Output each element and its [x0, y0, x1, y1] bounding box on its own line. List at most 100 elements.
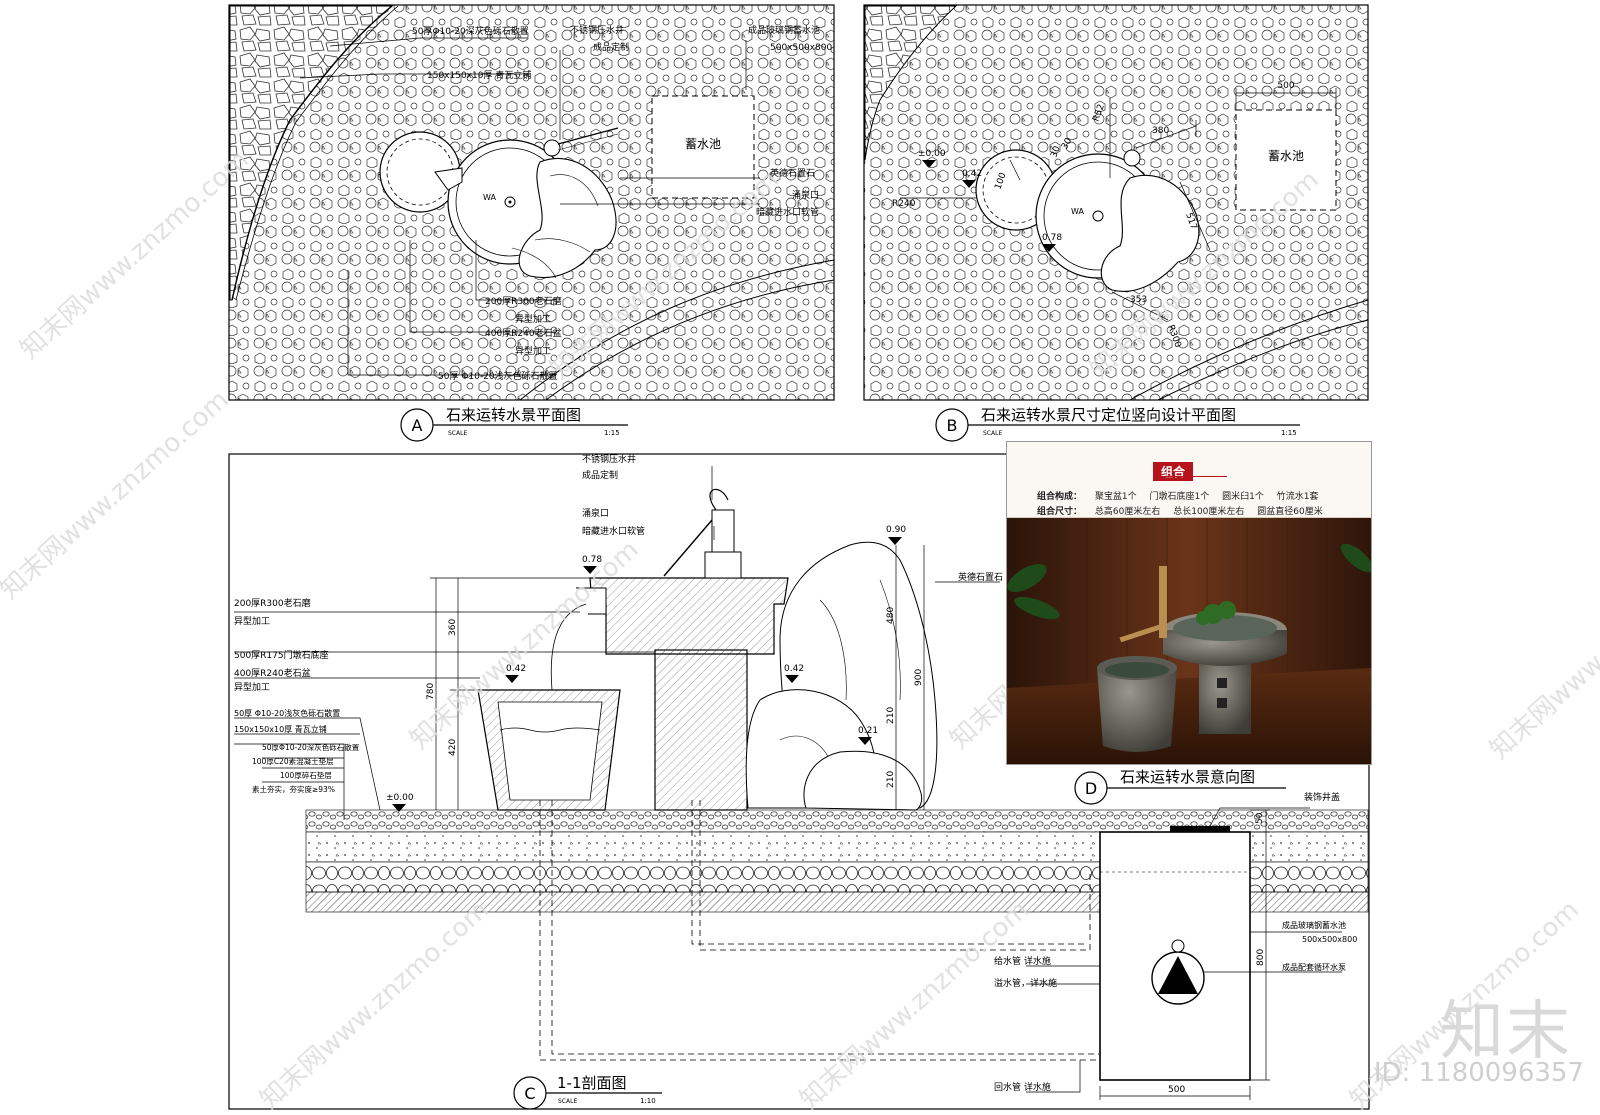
dim-c-500: 500: [1168, 1085, 1185, 1095]
label-c-tile: 150x150x10厚 青瓦立铺: [234, 724, 327, 734]
label-c-door-pier: 500厚R175门墩石底座: [234, 649, 329, 661]
label-a-pump: 不锈钢压水井: [570, 24, 624, 36]
label-a-custom: 成品定制: [593, 41, 629, 53]
tank-label-b: 蓄水池: [1268, 149, 1304, 163]
label-a-hose: 暗藏进水口软管: [756, 206, 819, 218]
label-c-shape1: 异型加工: [234, 616, 270, 627]
dim-b-380: 380: [1152, 126, 1169, 136]
label-c-tank: 成品玻璃钢蓄水池: [1282, 920, 1346, 930]
label-c-shape2: 异型加工: [234, 682, 270, 693]
level-c-090: 0.90: [886, 525, 906, 535]
dim-c-900: 900: [914, 669, 924, 686]
composition-item: 聚宝盆1个: [1094, 492, 1137, 502]
wa-label-a: WA: [483, 193, 496, 202]
label-c-millstone: 200厚R300老石磨: [234, 597, 311, 609]
composition-item: 门墩石底座1个: [1149, 492, 1210, 502]
label-a-tank: 成品玻璃钢蓄水池: [748, 24, 820, 36]
dim-b-353: 353: [1130, 295, 1147, 305]
label-c-tank-size: 500x500x800: [1302, 935, 1357, 944]
dim-b-500: 500: [1277, 81, 1294, 91]
label-c-hose: 暗藏进水口软管: [582, 525, 645, 537]
label-c-stone: 英德石置石: [958, 571, 1003, 583]
label-c-custom: 成品定制: [582, 469, 618, 481]
size-label: 组合尺寸：: [1037, 507, 1083, 517]
dim-c-780: 780: [426, 683, 436, 700]
panel-b-title: 石来运转水景尺寸定位竖向设计平面图: [981, 406, 1236, 424]
label-c-spring: 涌泉口: [582, 507, 609, 519]
wa-label-b: WA: [1071, 207, 1084, 216]
label-c-crushed: 100厚碎石垫层: [280, 770, 332, 780]
size-row: 组合尺寸： 总高60厘米左右 总长100厘米左右 圆盆直径60厘米: [1037, 504, 1333, 517]
photo-card-header: 组合 组合构成： 聚宝盆1个 门墩石底座1个 圆米臼1个 竹流水1套 组合尺寸：…: [1007, 442, 1371, 518]
composition-row: 组合构成： 聚宝盆1个 门墩石底座1个 圆米臼1个 竹流水1套: [1037, 489, 1328, 502]
panel-c-title: 1-1剖面图: [557, 1074, 627, 1092]
composition-item: 竹流水1套: [1276, 492, 1319, 502]
brand-logo: 知末: [1440, 995, 1572, 1069]
level-c-042a: 0.42: [506, 664, 526, 674]
label-a-shape1: 异型加工: [515, 314, 551, 325]
label-c-pump-circ: 成品配套循环水泵: [1282, 962, 1346, 972]
water-feature-photo: [1007, 518, 1371, 764]
label-c-overflow: 溢水管，详水施: [994, 977, 1057, 989]
label-a-gravel-top: 50厚Φ10-20深灰色砾石散置: [412, 25, 529, 37]
level-c-021: 0.21: [858, 726, 878, 736]
level-c-000: ±0.00: [386, 793, 414, 803]
label-a-millstone: 200厚R300老石磨: [485, 295, 562, 307]
level-c-042b: 0.42: [784, 664, 804, 674]
watermark-7: 知末网www.znzmo.com: [1485, 545, 1600, 765]
dim-c-420: 420: [448, 739, 458, 756]
panel-d-letter: D: [1085, 779, 1097, 798]
intent-photo-card: 组合 组合构成： 聚宝盆1个 门墩石底座1个 圆米臼1个 竹流水1套 组合尺寸：…: [1006, 441, 1372, 765]
panel-b-scale-value: 1:15: [1281, 429, 1297, 437]
dim-c-360: 360: [448, 619, 458, 636]
panel-d: D 石来运转水景意向图: [1074, 768, 1286, 805]
composition-item: 圆米臼1个: [1222, 492, 1264, 502]
dim-c-480: 480: [886, 607, 896, 624]
label-c-soil: 素土夯实，夯实度≥93%: [252, 784, 335, 794]
panel-a: 蓄水池 WA 50厚Φ10-20深灰色砾石散置 150x150x10厚 青瓦立铺…: [228, 4, 835, 442]
dim-b-30b: 30: [1049, 145, 1062, 159]
dim-c-210a: 210: [886, 707, 896, 724]
size-item: 圆盆直径60厘米: [1257, 507, 1323, 517]
watermark-1: 知末网www.znzmo.com: [15, 145, 255, 365]
composition-label: 组合构成：: [1037, 492, 1083, 502]
label-c-supply: 给水管 详水施: [994, 955, 1051, 967]
dim-c-210b: 210: [886, 771, 896, 788]
brand-id: ID: 1180096357: [1373, 1058, 1584, 1088]
panel-a-title: 石来运转水景平面图: [446, 406, 581, 424]
label-c-cover: 装饰井盖: [1304, 791, 1340, 803]
panel-b-scale-label: SCALE: [983, 430, 1002, 437]
label-c-gravel: 50厚 Φ10-20浅灰色砾石散置: [234, 708, 340, 718]
panel-b: 蓄水池 WA 500 R52 380 30 30 100 517 353 R30…: [863, 4, 1369, 442]
label-c-gravel-dark: 50厚Φ10-20深灰色砾石散置: [262, 742, 360, 752]
label-c-pump: 不锈钢压水井: [582, 453, 636, 465]
panel-b-letter: B: [947, 416, 958, 435]
watermark-4: 知末网www.znzmo.com: [0, 385, 235, 605]
panel-a-scale-label: SCALE: [448, 430, 467, 437]
level-c-078: 0.78: [582, 555, 602, 565]
level-b-078: 0.78: [1042, 233, 1062, 243]
panel-a-letter: A: [412, 416, 423, 435]
level-b-000: ±0.00: [918, 149, 946, 159]
combo-tag-line: [1153, 476, 1227, 477]
dim-c-50: 50: [1255, 812, 1265, 824]
label-c-return: 回水管 详水施: [994, 1081, 1051, 1093]
label-a-stone: 英德石置石: [770, 167, 815, 179]
size-item: 总高60厘米左右: [1094, 507, 1161, 517]
size-item: 总长100厘米左右: [1173, 507, 1245, 517]
dim-c-800: 800: [1256, 949, 1266, 966]
label-c-concrete: 100厚C20素混凝土垫层: [252, 756, 334, 766]
level-b-042: 0.42: [962, 169, 982, 179]
panel-c-letter: C: [524, 1084, 535, 1103]
dim-b-r240: R240: [892, 199, 916, 209]
label-a-basin: 400厚R240老石盆: [485, 327, 562, 339]
panel-d-title: 石来运转水景意向图: [1120, 768, 1255, 786]
label-a-tank-size: 500x500x800: [770, 43, 832, 53]
label-a-tile: 150x150x10厚 青瓦立铺: [427, 69, 531, 81]
combo-tag: 组合: [1153, 462, 1194, 481]
label-a-shape2: 异型加工: [515, 346, 551, 357]
panel-c-scale-label: SCALE: [558, 1098, 577, 1105]
panel-c-scale-value: 1:10: [640, 1097, 656, 1105]
label-a-spring: 涌泉口: [792, 189, 819, 201]
tank-label-a: 蓄水池: [685, 137, 721, 151]
